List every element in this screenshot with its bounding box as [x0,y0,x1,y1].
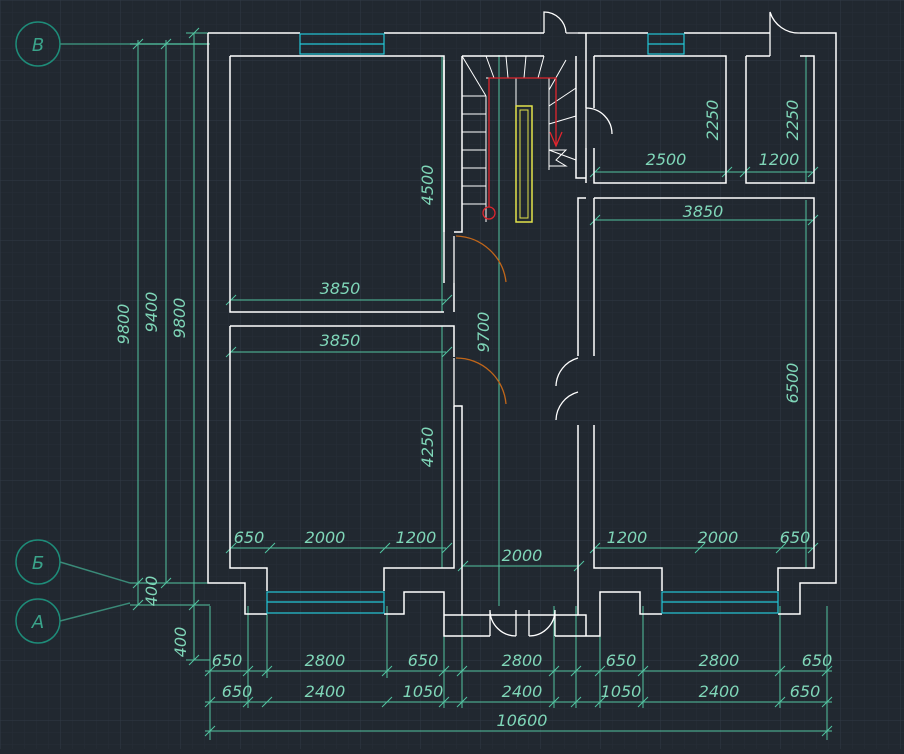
dim-row1-5: 2800 [699,651,740,670]
outer-wall-right [555,32,837,637]
doors [453,11,801,637]
dim-inner-right-2: 650 [780,528,811,547]
stair-arrow [482,77,563,220]
dim-row2-5: 2400 [699,682,740,701]
inner-wall-small-room-1 [593,55,727,184]
dim-left-offset-1: 400 [142,576,161,607]
dim-corridor-height: 9700 [474,312,493,353]
dim-row1-4: 650 [606,651,637,670]
dim-corridor-width: 2000 [502,546,543,565]
door-small-room [585,107,613,148]
dim-row1-2: 650 [408,651,439,670]
inner-wall-small-room-2 [745,55,815,184]
dim-inner-right-1: 2000 [698,528,739,547]
dim-row2-0: 650 [222,682,253,701]
dim-top-left-room-height: 4500 [418,165,437,206]
dim-small-room-height-2: 2250 [783,100,802,141]
dim-row1-6: 650 [802,651,833,670]
dim-bottom-left-room-height: 4250 [418,427,437,468]
dim-left-overall-3: 9800 [170,298,189,339]
dim-top-left-room-width: 3850 [320,279,361,298]
axis-label-a: А [31,612,44,633]
dim-row1-1: 2800 [305,651,346,670]
door-top-stair [543,11,578,34]
inner-wall-right-room [593,197,815,591]
dim-left-overall-2: 9400 [142,292,161,333]
dim-row1-0: 650 [212,651,243,670]
dim-row2-3: 2400 [502,682,543,701]
dim-inner-left-1: 2000 [305,528,346,547]
dim-inner-right-0: 1200 [607,528,648,547]
dim-small-room-width-1: 2500 [646,150,687,169]
door-top-right [769,11,801,56]
dim-left-offset-2: 400 [171,627,190,658]
dim-bottom-left-room-width: 3850 [320,331,361,350]
inner-wall-bottom-left-room [229,325,455,591]
dim-small-room-width-2: 1200 [759,150,800,169]
dim-row2-4: 1050 [601,682,642,701]
axis-label-v: В [32,35,44,56]
door-left-lower [455,357,507,405]
windows [266,33,779,614]
stair-walls [454,55,586,233]
dim-right-room-height: 6500 [783,363,802,404]
dimension-lines [130,27,833,740]
dim-inner-left-0: 650 [234,528,265,547]
dim-inner-left-2: 1200 [396,528,437,547]
dim-row1-3: 2800 [502,651,543,670]
dim-left-overall-1: 9800 [114,304,133,345]
walls [207,32,837,637]
door-entrance [489,609,556,637]
dim-row2-6: 650 [790,682,821,701]
axis-label-b: Б [32,553,44,574]
chimney [515,105,533,223]
door-left-upper [455,235,507,283]
dim-right-room-width: 3850 [683,202,724,221]
door-right-double [555,357,579,421]
dim-small-room-height-1: 2250 [703,100,722,141]
outer-wall-left [207,32,544,637]
dim-row2-2: 1050 [403,682,444,701]
dim-row2-1: 2400 [305,682,346,701]
dim-total: 10600 [497,711,548,730]
